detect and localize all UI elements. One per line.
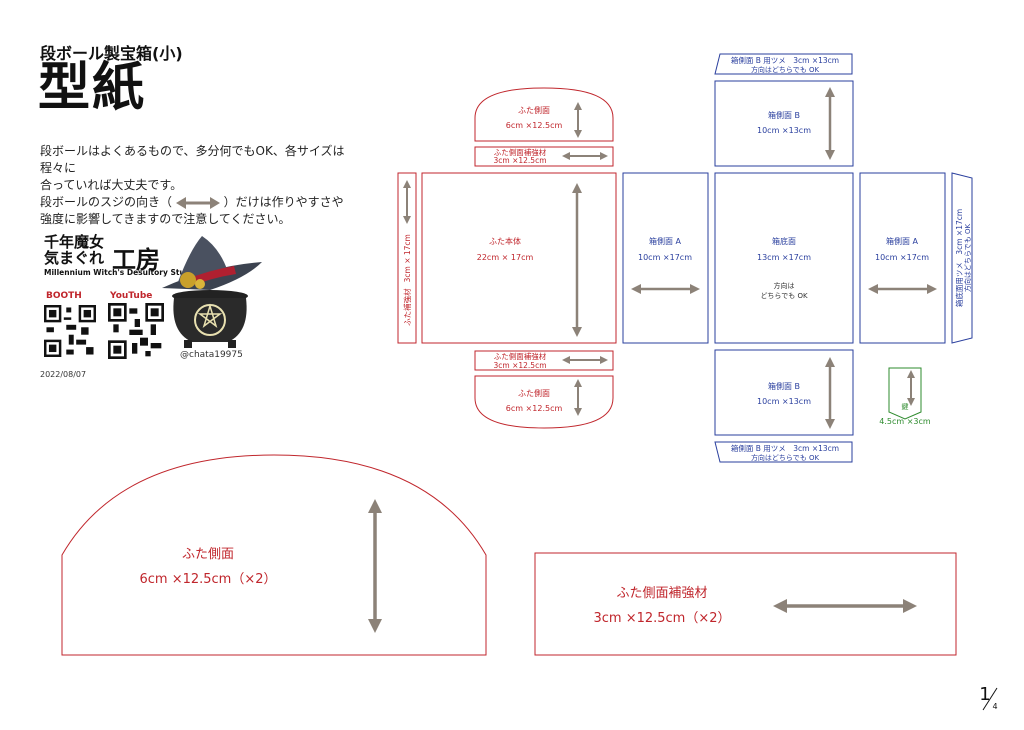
lid-side-bottom-name: ふた側面 <box>518 388 550 398</box>
tab-top-piece <box>714 53 853 75</box>
description-line3: 段ボールのスジの向き（ ）だけは作りやすさや <box>40 194 350 211</box>
date: 2022/08/07 <box>40 370 87 379</box>
tab-bottom-note: 方向はどちらでも OK <box>751 453 820 462</box>
witch-cauldron-icon <box>162 236 262 348</box>
lid-body-name: ふた本体 <box>489 236 521 246</box>
logo-text-main: 工房 <box>112 246 160 274</box>
tab-right-name: 箱底面用ツメ 3cm ×17cm <box>954 209 964 307</box>
description-line4: 強度に影響してきますので注意してください。 <box>40 212 291 226</box>
description-line3b: ）だけは作りやすさや <box>223 195 344 209</box>
box-side-a-left-name: 箱側面 A <box>649 236 682 246</box>
lid-reinforce-top-name: ふた側面補強材 <box>494 147 547 157</box>
lid-side-bottom-size: 6cm ×12.5cm <box>506 404 563 413</box>
box-bottom-name: 箱底面 <box>772 236 796 246</box>
subtitle: 段ボール製宝箱(小) <box>40 44 183 63</box>
box-side-b-bottom-size: 10cm ×13cm <box>757 397 811 406</box>
box-side-b-top-piece <box>714 80 854 167</box>
big-lid-reinforce-name: ふた側面補強材 <box>616 586 707 601</box>
lid-side-bottom-piece <box>474 375 614 429</box>
page-number: 1 4 <box>979 684 997 711</box>
tab-top-note: 方向はどちらでも OK <box>751 65 820 74</box>
big-lid-reinforce-piece <box>534 552 957 656</box>
key-piece <box>888 367 922 420</box>
page-total: 4 <box>992 702 997 711</box>
box-bottom-note1: 方向は <box>774 281 795 290</box>
description: 段ボールはよくあるもので、多分何でもOK、各サイズは程々に 合っていれば大丈夫で… <box>40 143 350 228</box>
page-title: 型紙 <box>38 58 147 118</box>
lid-side-top-name: ふた側面 <box>518 105 550 115</box>
lid-body-size: 22cm × 17cm <box>477 253 534 262</box>
lid-side-top-size: 6cm ×12.5cm <box>506 121 563 130</box>
description-line2: 合っていれば大丈夫です。 <box>40 178 183 192</box>
youtube-label: YouTube <box>110 291 153 301</box>
key-size: 4.5cm ×3cm <box>879 417 931 426</box>
big-lid-reinforce-size: 3cm ×12.5cm（×2） <box>593 611 730 626</box>
lid-reinforce-vertical-label: ふた補強材3cm × 17cm <box>402 234 412 326</box>
big-lid-side-piece <box>61 454 487 656</box>
box-side-b-bottom-piece <box>714 349 854 436</box>
lid-reinforce-top-piece <box>474 146 614 167</box>
lid-reinforce-bottom-name: ふた側面補強材 <box>494 351 547 361</box>
box-side-a-left-piece <box>622 172 709 344</box>
box-side-b-bottom-name: 箱側面 B <box>768 381 800 391</box>
tab-right-note: 方向はどちらでも OK <box>963 224 972 293</box>
box-side-a-right-size: 10cm ×17cm <box>875 253 929 262</box>
box-bottom-size: 13cm ×17cm <box>757 253 811 262</box>
lid-reinforce-bottom-size: 3cm ×12.5cm <box>494 361 547 370</box>
key-name: 鍵 <box>902 402 909 411</box>
big-lid-side-size: 6cm ×12.5cm（×2） <box>139 572 276 587</box>
box-bottom-piece <box>714 172 854 344</box>
tab-right-piece <box>951 172 973 344</box>
youtube-qr-code[interactable] <box>108 303 164 359</box>
description-line1: 段ボールはよくあるもので、多分何でもOK、各サイズは程々に <box>40 144 345 175</box>
social-handle: @chata19975 <box>180 350 243 360</box>
box-side-a-left-size: 10cm ×17cm <box>638 253 692 262</box>
tab-top-name: 箱側面 B 用ツメ 3cm ×13cm <box>731 55 839 65</box>
lid-reinforce-vertical-piece <box>397 172 417 344</box>
box-bottom-note2: どちらでも OK <box>760 292 808 300</box>
logo-text-jp: 千年魔女 気まぐれ <box>44 233 105 267</box>
lid-reinforce-top-size: 3cm ×12.5cm <box>494 156 547 165</box>
description-line3a: 段ボールのスジの向き（ <box>40 195 173 209</box>
box-side-b-top-size: 10cm ×13cm <box>757 126 811 135</box>
logo-text-en: Millennium Witch's Desultory Studio <box>44 268 198 277</box>
box-side-b-top-name: 箱側面 B <box>768 110 800 120</box>
booth-label: BOOTH <box>46 291 82 301</box>
page-slash <box>982 687 998 711</box>
lid-side-top-piece <box>474 87 614 142</box>
big-lid-side-name: ふた側面 <box>182 547 234 562</box>
box-side-a-right-piece <box>859 172 946 344</box>
lid-body-piece <box>421 172 617 344</box>
booth-qr-code[interactable] <box>44 305 96 357</box>
lid-reinforce-bottom-piece <box>474 350 614 371</box>
box-side-a-right-name: 箱側面 A <box>886 236 919 246</box>
tab-bottom-piece <box>714 441 853 463</box>
tab-bottom-name: 箱側面 B 用ツメ 3cm ×13cm <box>731 443 839 453</box>
grain-arrow-icon <box>175 196 220 209</box>
page-current: 1 <box>979 684 990 705</box>
